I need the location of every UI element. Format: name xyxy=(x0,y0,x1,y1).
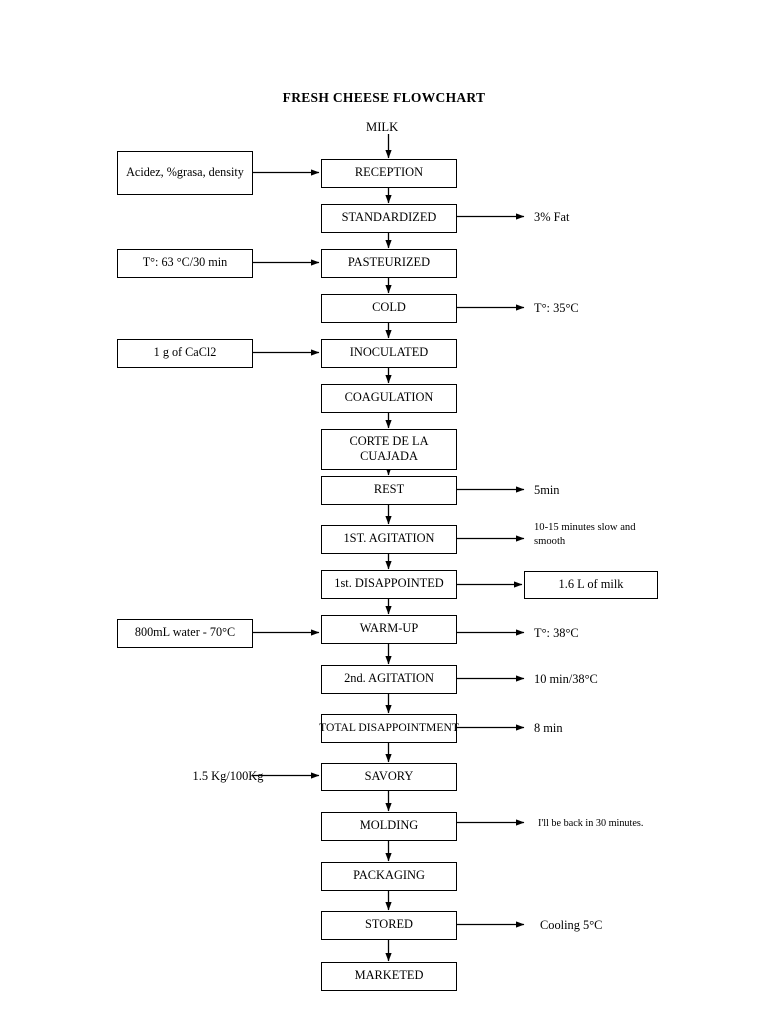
input-label-salt-ratio: 1.5 Kg/100Kg xyxy=(192,769,264,783)
output-label-storage-temp: Cooling 5°C xyxy=(540,918,603,932)
output-label-cold-temp: T°: 35°C xyxy=(534,301,579,315)
output-label-warmup-temp: T°: 38°C xyxy=(534,626,579,640)
process-node-warm-up[interactable]: WARM-UP xyxy=(321,614,457,644)
process-node-pasteurized[interactable]: PASTEURIZED xyxy=(321,248,457,278)
input-box-warm-water[interactable]: 800mL water - 70°C xyxy=(117,618,253,648)
process-node-inoculated[interactable]: INOCULATED xyxy=(321,338,457,368)
output-label-fat-percent: 3% Fat xyxy=(534,210,570,224)
process-node-stored[interactable]: STORED xyxy=(321,910,457,940)
process-node-total-disappointment[interactable]: TOTAL DISAPPOINTMENT xyxy=(319,713,459,743)
output-label-agitation-detail: 10-15 minutes slow and smooth xyxy=(534,522,636,548)
process-node-reception[interactable]: RECEPTION xyxy=(321,158,457,188)
process-node-2nd-agitation[interactable]: 2nd. AGITATION xyxy=(321,664,457,694)
process-node-standardized[interactable]: STANDARDIZED xyxy=(321,203,457,233)
output-label-total-disappointment-time: 8 min xyxy=(534,721,563,735)
input-box-cacl2[interactable]: 1 g of CaCl2 xyxy=(117,338,253,368)
process-node-corte-de-la-cuajada[interactable]: CORTE DE LA CUAJADA xyxy=(321,428,457,470)
output-box-milk-yield[interactable]: 1.6 L of milk xyxy=(524,570,658,599)
process-node-molding[interactable]: MOLDING xyxy=(321,811,457,841)
output-label-2nd-agitation-detail: 10 min/38°C xyxy=(534,672,598,686)
process-node-savory[interactable]: SAVORY xyxy=(321,762,457,791)
process-node-rest[interactable]: REST xyxy=(321,475,457,505)
page-title: FRESH CHEESE FLOWCHART xyxy=(282,90,486,105)
input-box-pasteurization-temp[interactable]: T°: 63 °C/30 min xyxy=(117,248,253,278)
process-node-packaging[interactable]: PACKAGING xyxy=(321,861,457,891)
output-label-rest-time: 5min xyxy=(534,483,560,497)
process-node-cold[interactable]: COLD xyxy=(321,293,457,323)
input-box-acidez-grasa-density[interactable]: Acidez, %grasa, density xyxy=(117,150,253,195)
process-node-1st-agitation[interactable]: 1ST. AGITATION xyxy=(321,524,457,554)
process-node-coagulation[interactable]: COAGULATION xyxy=(321,383,457,413)
output-label-molding-time: I'll be back in 30 minutes. xyxy=(538,818,644,829)
process-node-marketed[interactable]: MARKETED xyxy=(321,961,457,991)
process-node-1st-disappointed[interactable]: 1st. DISAPPOINTED xyxy=(321,569,457,599)
start-label-milk: MILK xyxy=(366,120,399,134)
